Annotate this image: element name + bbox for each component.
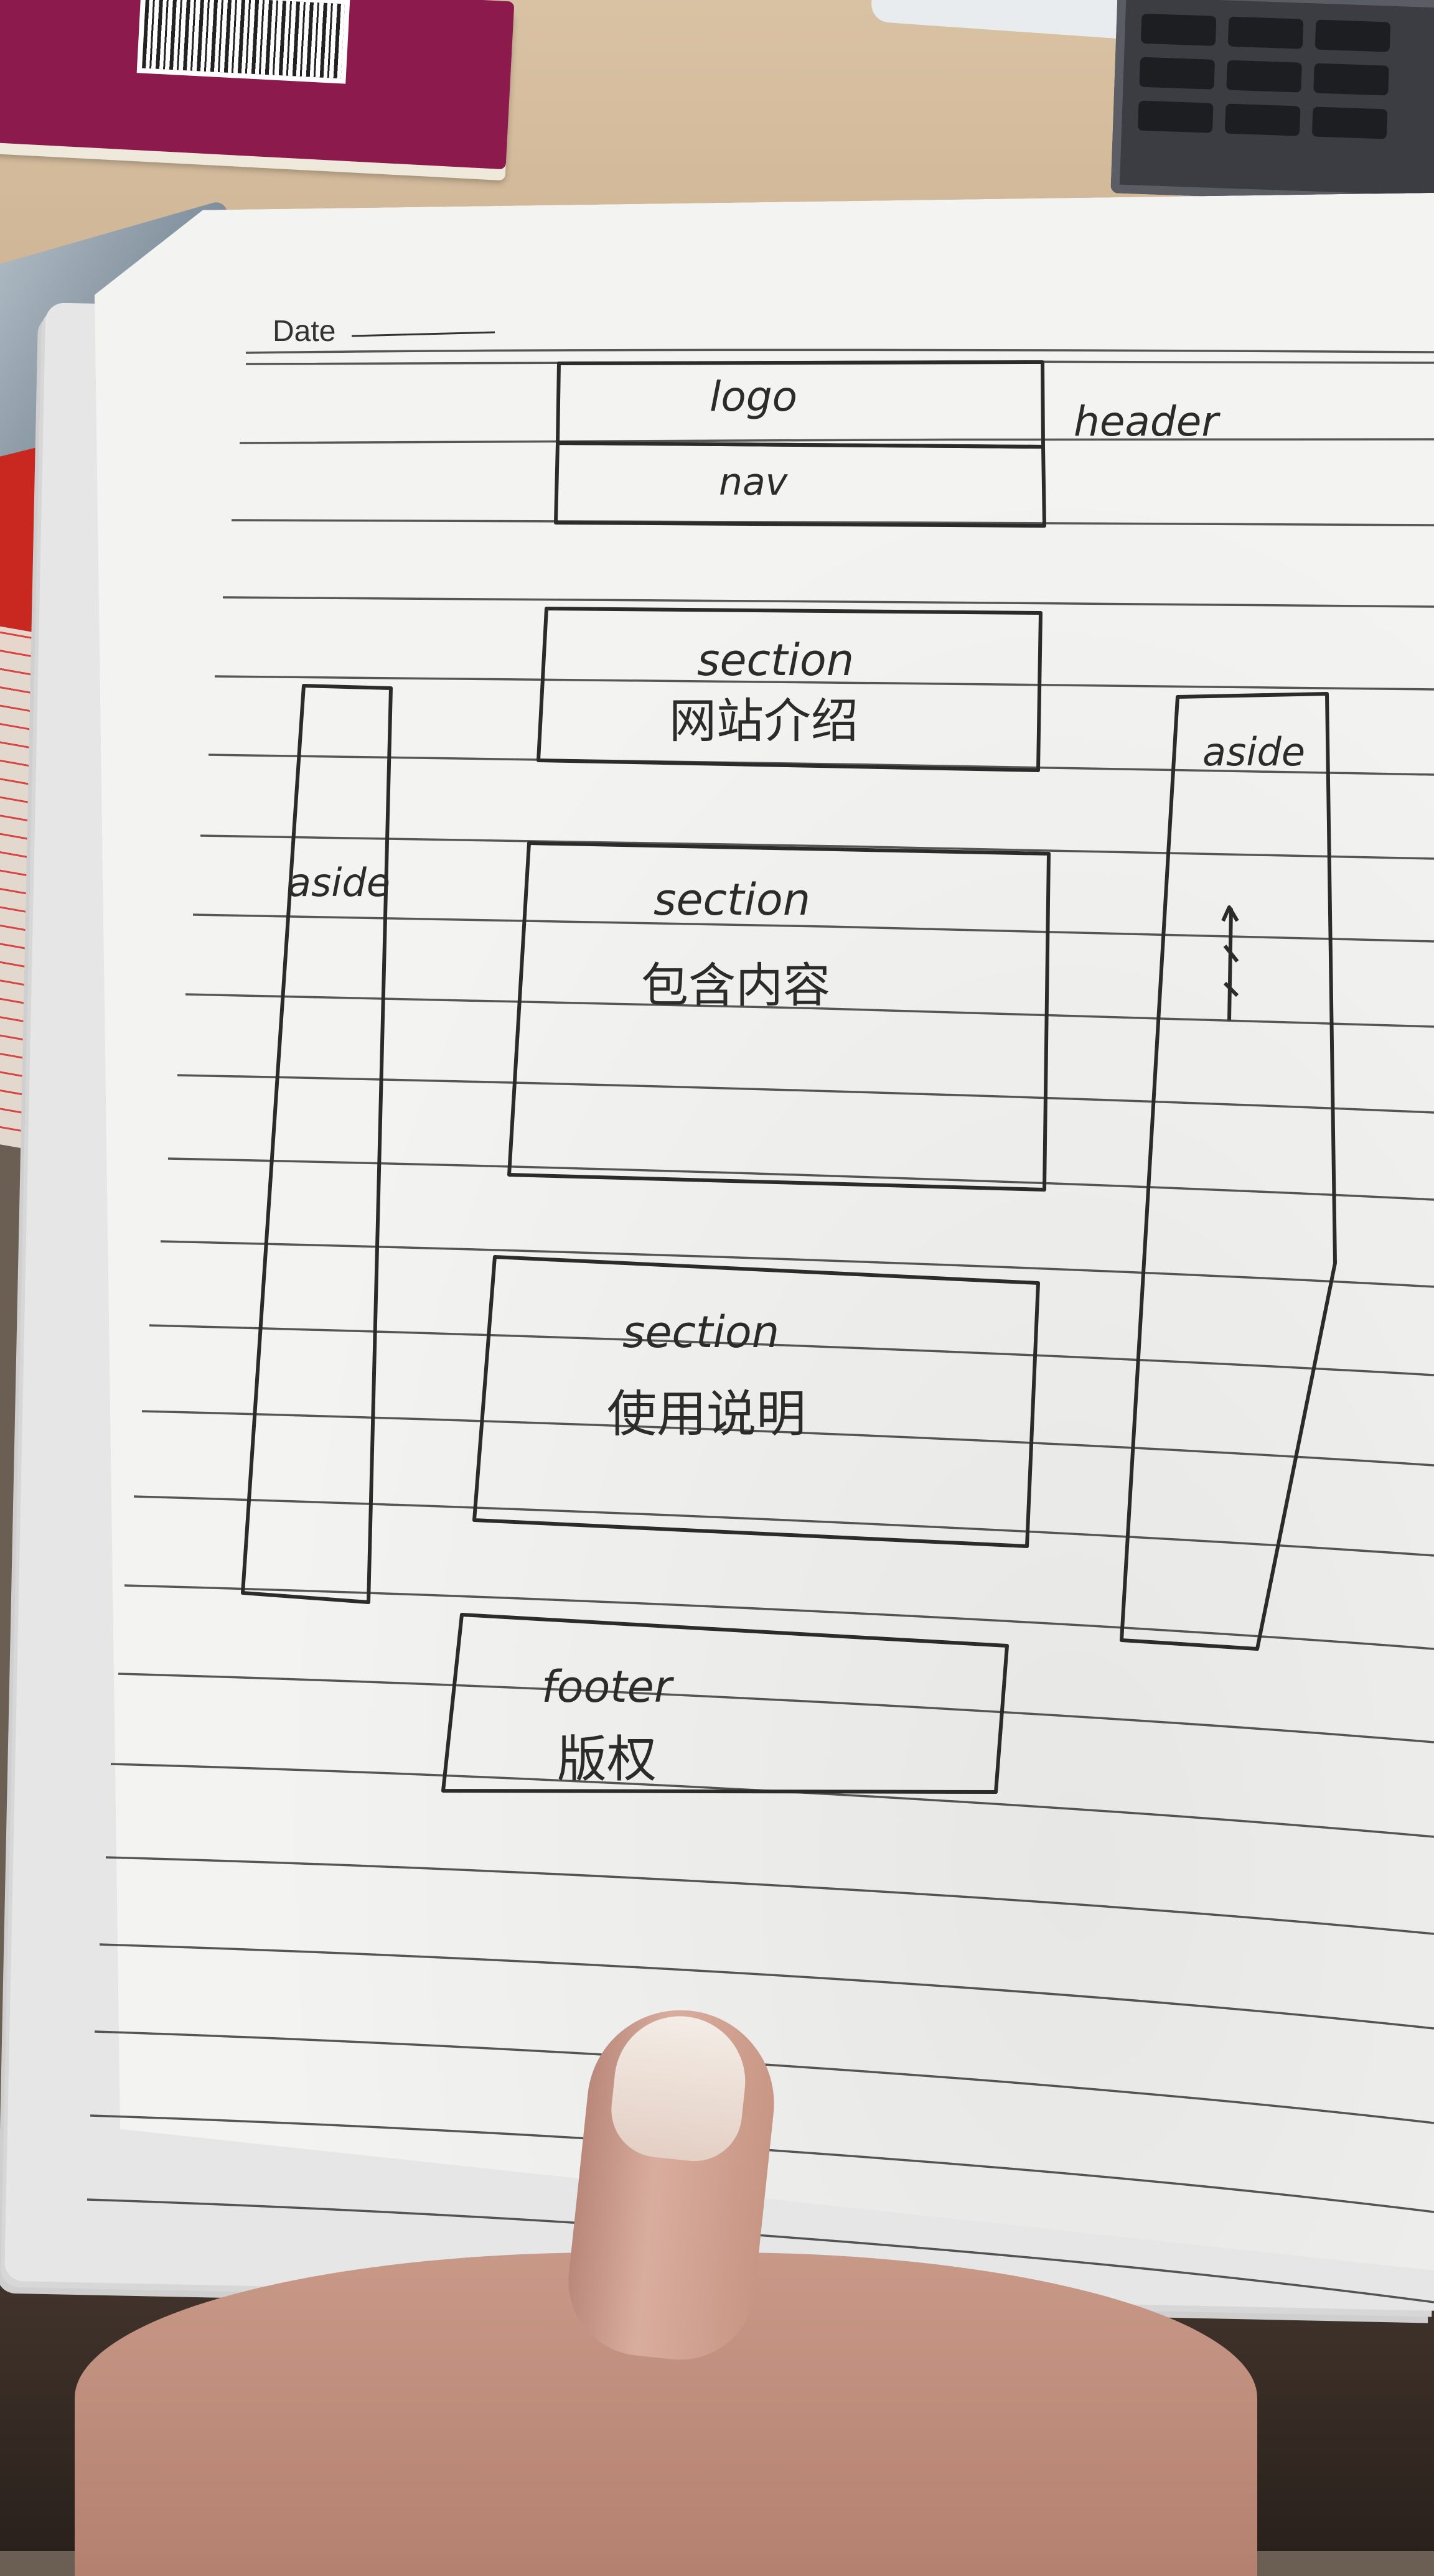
footer-box [441,1613,1009,1794]
aside-left-box [241,684,393,1604]
nav-label: nav [719,460,789,504]
thumbnail [606,2009,752,2166]
logo-box [556,360,1045,449]
aside-left-label: aside [288,860,390,905]
section-usage-tag: section [622,1307,779,1358]
section-intro-tag: section [697,635,854,686]
sketch-boxes [241,360,1337,1794]
section-intro-box [537,607,1043,772]
section-intro-desc: 网站介绍 [669,693,858,749]
footer-tag: footer [541,1661,675,1712]
section-usage-desc: 使用说明 [607,1385,806,1443]
footer-desc: 版权 [557,1730,657,1788]
aside-right-arrow [1221,905,1239,1021]
section-content-desc: 包含内容 [641,958,830,1013]
section-usage-box [472,1255,1040,1548]
aside-right-box [1120,692,1337,1651]
date-label: Date [273,315,335,348]
nav-box [554,441,1046,528]
header-label: header [1074,398,1221,446]
logo-label: logo [710,373,797,421]
date-blank-line [351,331,495,337]
section-content-tag: section [654,874,810,925]
aside-right-label: aside [1202,729,1305,775]
section-content-box [507,841,1051,1192]
